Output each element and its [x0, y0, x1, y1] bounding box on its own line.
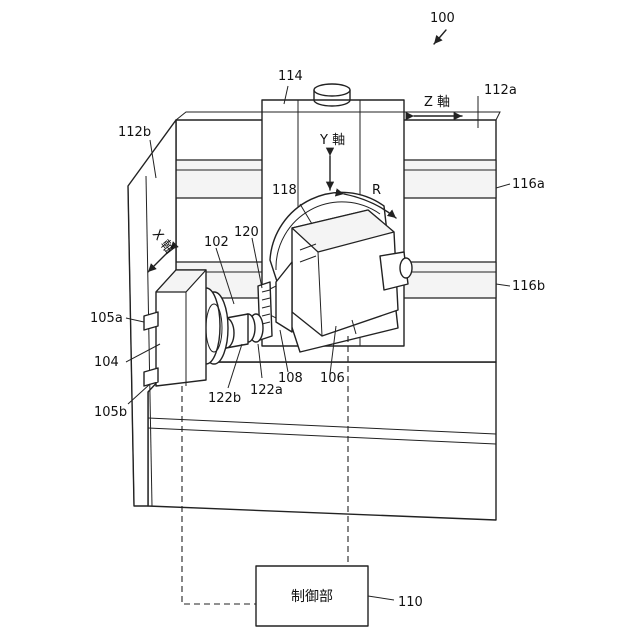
label-112a: 112a: [484, 83, 517, 98]
label-100: 100: [430, 11, 455, 26]
label-110: 110: [398, 595, 423, 610]
control-unit-box: 制御部: [256, 566, 368, 626]
label-118: 118: [272, 183, 297, 198]
label-122b: 122b: [208, 391, 241, 406]
label-116b: 116b: [512, 279, 545, 294]
label-108: 108: [278, 371, 303, 386]
label-102: 102: [204, 235, 229, 250]
label-112b: 112b: [118, 125, 151, 140]
label-106: 106: [320, 371, 345, 386]
label-120: 120: [234, 225, 259, 240]
label-105a: 105a: [90, 311, 123, 326]
label-105b: 105b: [94, 405, 127, 420]
label-114: 114: [278, 69, 303, 84]
control-unit-label: 制御部: [291, 589, 333, 605]
label-104: 104: [94, 355, 119, 370]
label-116a: 116a: [512, 177, 545, 192]
y-axis-label: Y 軸: [319, 133, 345, 148]
r-axis-label: R: [372, 183, 381, 198]
z-axis-label: Z 軸: [424, 95, 450, 110]
